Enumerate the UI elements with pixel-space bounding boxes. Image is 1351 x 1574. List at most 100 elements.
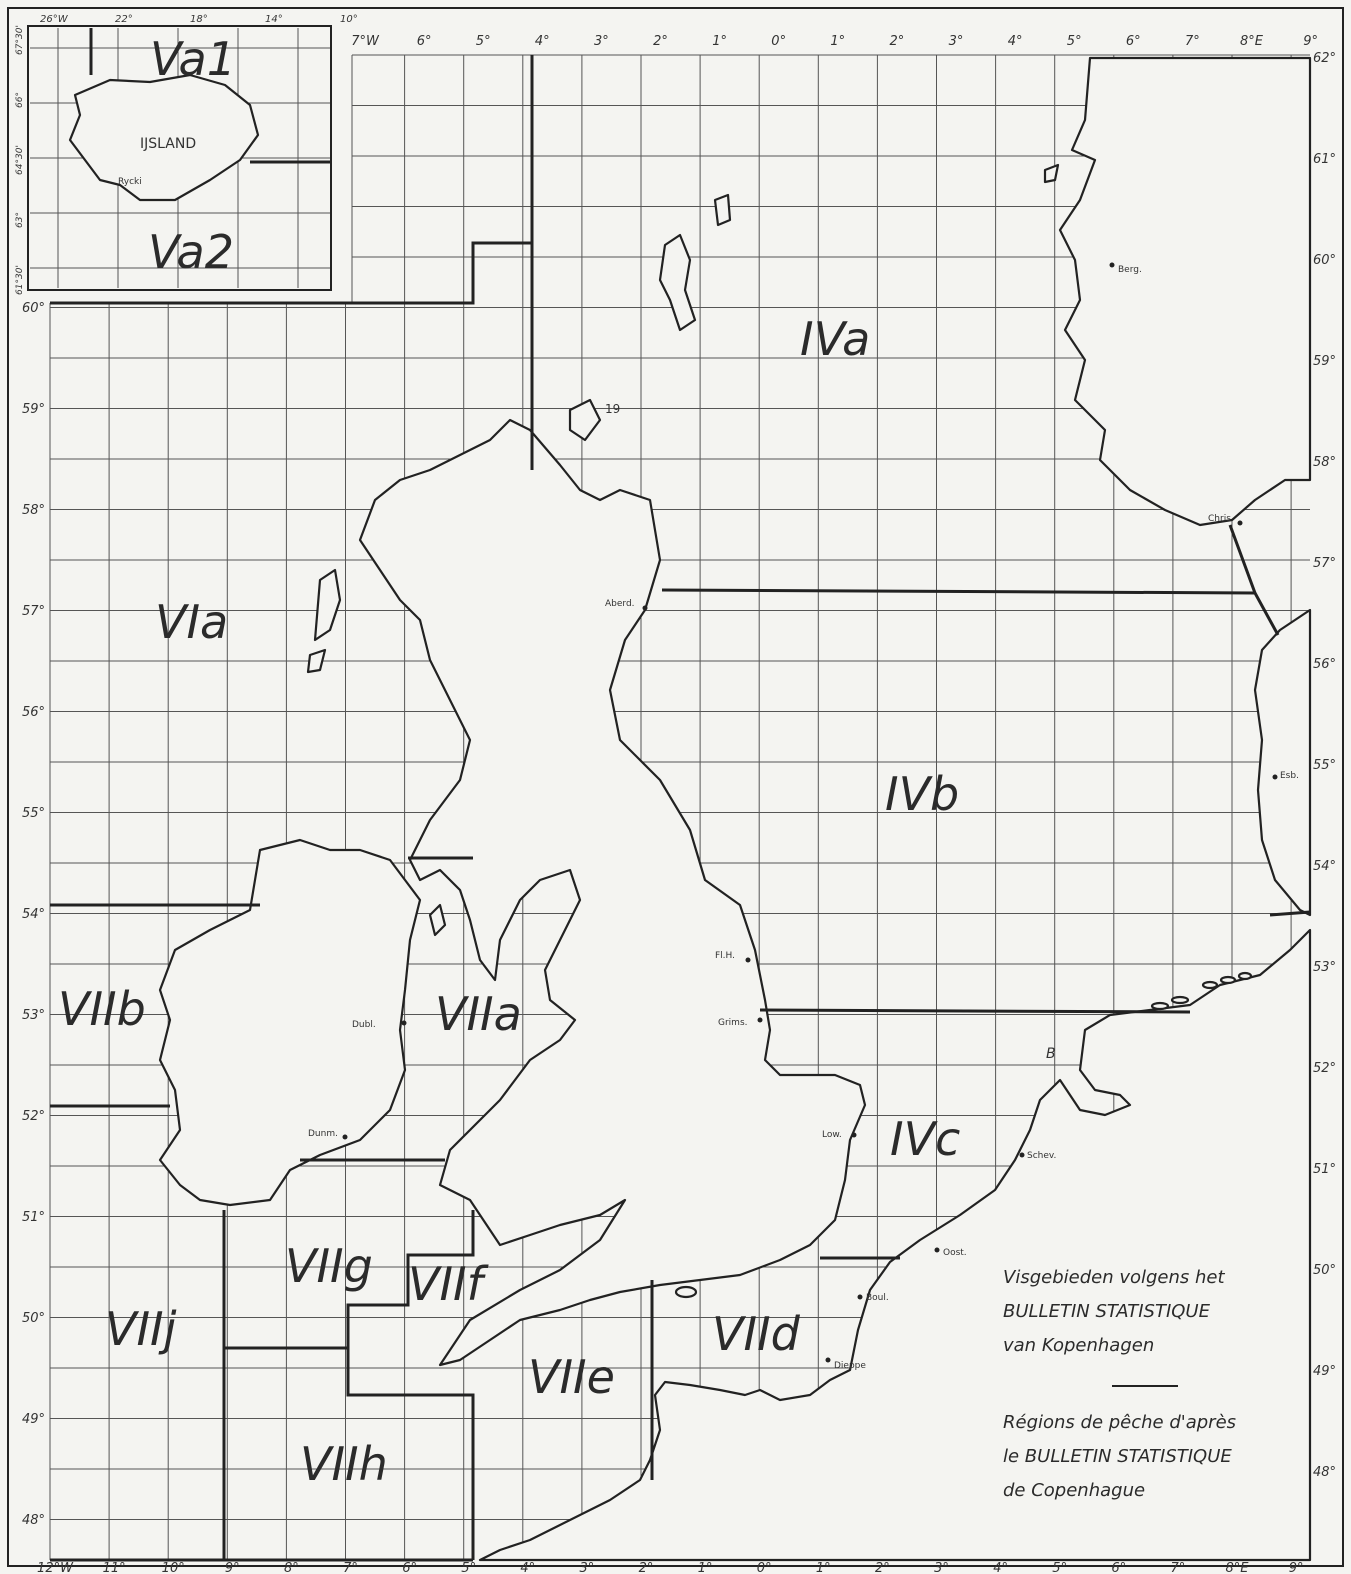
isle-of-man: [428, 903, 447, 937]
tick-right: 51°: [1313, 1162, 1336, 1177]
tick-top: 1°: [830, 34, 845, 49]
legend-nl-line2: BULLETIN STATISTIQUE: [1003, 1301, 1211, 1322]
tick-bottom: 4°: [520, 1561, 535, 1574]
tick-right: 60°: [1313, 253, 1336, 268]
area-label-va1: Va1: [150, 32, 236, 86]
place-berg: Berg.: [1118, 265, 1142, 275]
tick-top: 4°: [535, 34, 550, 49]
place-schev: Schev.: [1027, 1151, 1056, 1161]
tick-bottom: 5°: [1052, 1561, 1067, 1574]
norway-islands: [1043, 163, 1060, 184]
tick-left: 50°: [22, 1311, 45, 1326]
orkney: [568, 398, 602, 442]
inset-tick-top: 26°W: [40, 14, 69, 25]
tick-top: 8°E: [1240, 34, 1264, 49]
tick-left: 60°: [22, 301, 45, 316]
place-dieppe: Dieppe: [834, 1361, 866, 1371]
tick-bottom: 7°: [1171, 1561, 1186, 1574]
tick-right: 50°: [1313, 1263, 1336, 1278]
hebrides: [313, 568, 342, 642]
tick-left: 56°: [22, 705, 45, 720]
tick-right: 53°: [1313, 960, 1336, 975]
tick-bottom: 5°: [461, 1561, 476, 1574]
tick-top: 6°: [417, 34, 432, 49]
inset-city-label: Rycki: [118, 177, 142, 187]
holland-mark: B: [1046, 1046, 1056, 1062]
tick-top: 2°: [890, 34, 905, 49]
tick-bottom: 4°: [993, 1561, 1008, 1574]
area-label-viid: VIId: [712, 1307, 801, 1361]
great-britain-coast: [358, 418, 867, 1367]
tick-bottom: 6°: [402, 1561, 417, 1574]
legend-nl-line3: van Kopenhagen: [1003, 1335, 1154, 1356]
shetland: [658, 233, 697, 332]
tick-bottom: 9°: [225, 1561, 240, 1574]
tick-left: 49°: [22, 1412, 45, 1427]
tick-bottom: 1°: [698, 1561, 713, 1574]
tick-left: 48°: [22, 1513, 45, 1528]
legend-fr-line2: le BULLETIN STATISTIQUE: [1003, 1446, 1232, 1467]
tick-right: 49°: [1313, 1364, 1336, 1379]
area-label-ivb: IVb: [885, 767, 959, 821]
inset-tick-left: 64°30': [15, 145, 25, 175]
tick-right: 55°: [1313, 758, 1336, 773]
place-flh: Fl.H.: [715, 951, 735, 961]
area-labels: IVa IVb IVc VIa VIIa VIIb VIId VIIe VIIf…: [58, 312, 960, 1491]
tick-left: 55°: [22, 806, 45, 821]
tick-bottom: 8°: [284, 1561, 299, 1574]
area-label-viia: VIIa: [435, 987, 522, 1041]
iceland-coast: [68, 73, 260, 202]
tick-right: 57°: [1313, 556, 1336, 571]
inset-tick-left: 67°30': [15, 25, 25, 55]
iceland-inset: IJSLAND Rycki IVa Va1 Va2 26°W22°18°14°1…: [15, 14, 358, 295]
tick-left: 59°: [22, 402, 45, 417]
tick-bottom: 3°: [934, 1561, 949, 1574]
tick-right: 48°: [1313, 1465, 1336, 1480]
tick-top: 5°: [476, 34, 491, 49]
tick-bottom: 6°: [1111, 1561, 1126, 1574]
area-label-ivc: IVc: [890, 1112, 960, 1166]
tick-bottom: 2°: [639, 1561, 654, 1574]
ireland-coast: [158, 838, 422, 1207]
area-label-va2: Va2: [148, 225, 234, 279]
tick-top: 9°: [1303, 34, 1318, 49]
area-label-viig: VIIg: [285, 1239, 373, 1293]
area-label-viif: VIIf: [408, 1257, 489, 1311]
isle-of-wight: [674, 1285, 698, 1299]
tick-right: 54°: [1313, 859, 1336, 874]
tick-bottom: 1°: [816, 1561, 831, 1574]
inset-tick-top: 18°: [190, 14, 208, 25]
inset-tick-left: 61°30': [15, 265, 25, 295]
area-label-iva: IVa: [800, 312, 870, 366]
tick-bottom: 10°: [162, 1561, 185, 1574]
tick-right: 61°: [1313, 152, 1336, 167]
place-dubl: Dubl.: [352, 1020, 376, 1030]
shetland-north: [713, 193, 732, 227]
tick-right: 56°: [1313, 657, 1336, 672]
tick-right: 62°: [1313, 51, 1336, 66]
area-label-viij: VIIj: [105, 1302, 177, 1356]
frisian-islands: [1150, 971, 1253, 1011]
tick-right: 52°: [1313, 1061, 1336, 1076]
tick-left: 54°: [22, 907, 45, 922]
area-label-via: VIa: [155, 595, 228, 649]
tick-top: 6°: [1126, 34, 1141, 49]
tick-left: 52°: [22, 1109, 45, 1124]
tick-bottom: 7°: [343, 1561, 358, 1574]
tick-top: 1°: [712, 34, 727, 49]
tick-top: 7°W: [351, 34, 380, 49]
tick-top: 7°: [1185, 34, 1200, 49]
legend-fr-line3: de Copenhague: [1003, 1480, 1145, 1501]
place-dunm: Dunm.: [308, 1129, 338, 1139]
tick-top: 3°: [949, 34, 964, 49]
tick-bottom: 2°: [875, 1561, 890, 1574]
inset-tick-top: 22°: [115, 14, 133, 25]
place-labels: Berg. Chris Aberd. Esb. Fl.H. Grims. Dub…: [308, 262, 1299, 1371]
legend: Visgebieden volgens het BULLETIN STATIST…: [1003, 1267, 1236, 1501]
tick-left: 53°: [22, 1008, 45, 1023]
tick-bottom: 3°: [580, 1561, 595, 1574]
tick-top: 3°: [594, 34, 609, 49]
place-esb: Esb.: [1280, 771, 1299, 781]
continent-coast: [478, 928, 1312, 1562]
